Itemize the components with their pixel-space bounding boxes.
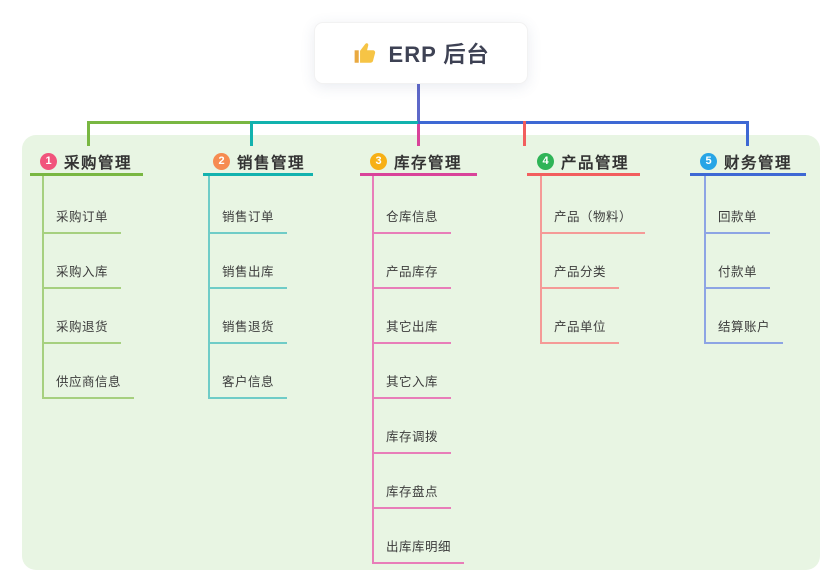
connector-drop-purchase: [87, 121, 90, 146]
branch-number-badge: 3: [370, 153, 387, 170]
branch-sales: 2 销售管理 销售订单 销售出库 销售退货 客户信息: [203, 150, 393, 399]
branch-children: 销售订单 销售出库 销售退货 客户信息: [203, 176, 393, 399]
child-node[interactable]: 销售出库: [203, 234, 393, 289]
branch-label: 采购管理: [64, 154, 133, 172]
child-node[interactable]: 产品单位: [527, 289, 717, 344]
child-label: 结算账户: [704, 316, 784, 344]
child-label: 供应商信息: [42, 371, 135, 399]
child-label: 销售订单: [208, 206, 288, 234]
child-node[interactable]: 仓库信息: [360, 179, 550, 234]
child-label: 销售退货: [208, 316, 288, 344]
branch-purchase: 1 采购管理 采购订单 采购入库 采购退货 供应商信息: [30, 150, 220, 399]
child-label: 采购入库: [42, 261, 122, 289]
child-label: 产品库存: [372, 261, 452, 289]
child-label: 产品单位: [540, 316, 620, 344]
child-node[interactable]: 产品分类: [527, 234, 717, 289]
branch-inventory: 3 库存管理 仓库信息 产品库存 其它出库 其它入库 库存调拨 库存盘点 出库库…: [360, 150, 550, 564]
child-node[interactable]: 采购订单: [30, 179, 220, 234]
branch-number-badge: 2: [213, 153, 230, 170]
thumbs-up-icon: [353, 40, 379, 66]
child-label: 其它出库: [372, 316, 452, 344]
child-node[interactable]: 出库库明细: [360, 509, 550, 564]
child-node[interactable]: 付款单: [690, 234, 839, 289]
child-label: 付款单: [704, 261, 771, 289]
branch-children: 采购订单 采购入库 采购退货 供应商信息: [30, 176, 220, 399]
child-node[interactable]: 产品库存: [360, 234, 550, 289]
branch-trunk-line: [42, 176, 44, 399]
child-label: 其它入库: [372, 371, 452, 399]
child-node[interactable]: 供应商信息: [30, 344, 220, 399]
connector-horizontal-green: [87, 121, 253, 124]
connector-drop-product: [523, 121, 526, 146]
branch-trunk-line: [372, 176, 374, 564]
connector-horizontal-teal: [253, 121, 418, 124]
child-node[interactable]: 销售订单: [203, 179, 393, 234]
root-title: ERP 后台: [388, 42, 490, 67]
branch-label: 库存管理: [394, 154, 463, 172]
branch-purchase-header[interactable]: 1 采购管理: [30, 150, 143, 176]
child-label: 销售出库: [208, 261, 288, 289]
branch-trunk-line: [540, 176, 542, 344]
child-node[interactable]: 产品（物料）: [527, 179, 717, 234]
child-label: 产品分类: [540, 261, 620, 289]
branch-number-badge: 1: [40, 153, 57, 170]
branch-finance: 5 财务管理 回款单 付款单 结算账户: [690, 150, 839, 344]
branch-product-header[interactable]: 4 产品管理: [527, 150, 640, 176]
child-node[interactable]: 销售退货: [203, 289, 393, 344]
branch-inventory-header[interactable]: 3 库存管理: [360, 150, 477, 176]
branch-label: 产品管理: [561, 154, 630, 172]
child-label: 产品（物料）: [540, 206, 646, 234]
connector-drop-inventory: [417, 124, 420, 146]
child-node[interactable]: 客户信息: [203, 344, 393, 399]
child-label: 库存盘点: [372, 481, 452, 509]
child-label: 仓库信息: [372, 206, 452, 234]
child-node[interactable]: 其它出库: [360, 289, 550, 344]
branch-product: 4 产品管理 产品（物料） 产品分类 产品单位: [527, 150, 717, 344]
branch-label: 销售管理: [237, 154, 306, 172]
child-label: 库存调拨: [372, 426, 452, 454]
branch-children: 仓库信息 产品库存 其它出库 其它入库 库存调拨 库存盘点 出库库明细: [360, 176, 550, 564]
connector-drop-sales: [250, 121, 253, 146]
child-label: 采购订单: [42, 206, 122, 234]
child-node[interactable]: 库存盘点: [360, 454, 550, 509]
child-node[interactable]: 回款单: [690, 179, 839, 234]
connector-drop-finance: [746, 121, 749, 146]
child-node[interactable]: 采购入库: [30, 234, 220, 289]
child-node[interactable]: 其它入库: [360, 344, 550, 399]
child-node[interactable]: 结算账户: [690, 289, 839, 344]
branches-panel: [22, 135, 820, 570]
root-node[interactable]: ERP 后台: [314, 22, 528, 84]
branch-label: 财务管理: [724, 154, 793, 172]
branch-children: 回款单 付款单 结算账户: [690, 176, 839, 344]
branch-children: 产品（物料） 产品分类 产品单位: [527, 176, 717, 344]
child-label: 回款单: [704, 206, 771, 234]
branch-sales-header[interactable]: 2 销售管理: [203, 150, 313, 176]
branch-trunk-line: [704, 176, 706, 344]
child-node[interactable]: 采购退货: [30, 289, 220, 344]
child-label: 出库库明细: [372, 536, 465, 564]
child-label: 采购退货: [42, 316, 122, 344]
branch-number-badge: 5: [700, 153, 717, 170]
branch-number-badge: 4: [537, 153, 554, 170]
branch-trunk-line: [208, 176, 210, 399]
connector-horizontal-blue: [418, 121, 749, 124]
child-label: 客户信息: [208, 371, 288, 399]
connector-root-vertical: [417, 82, 420, 124]
branch-finance-header[interactable]: 5 财务管理: [690, 150, 806, 176]
child-node[interactable]: 库存调拨: [360, 399, 550, 454]
